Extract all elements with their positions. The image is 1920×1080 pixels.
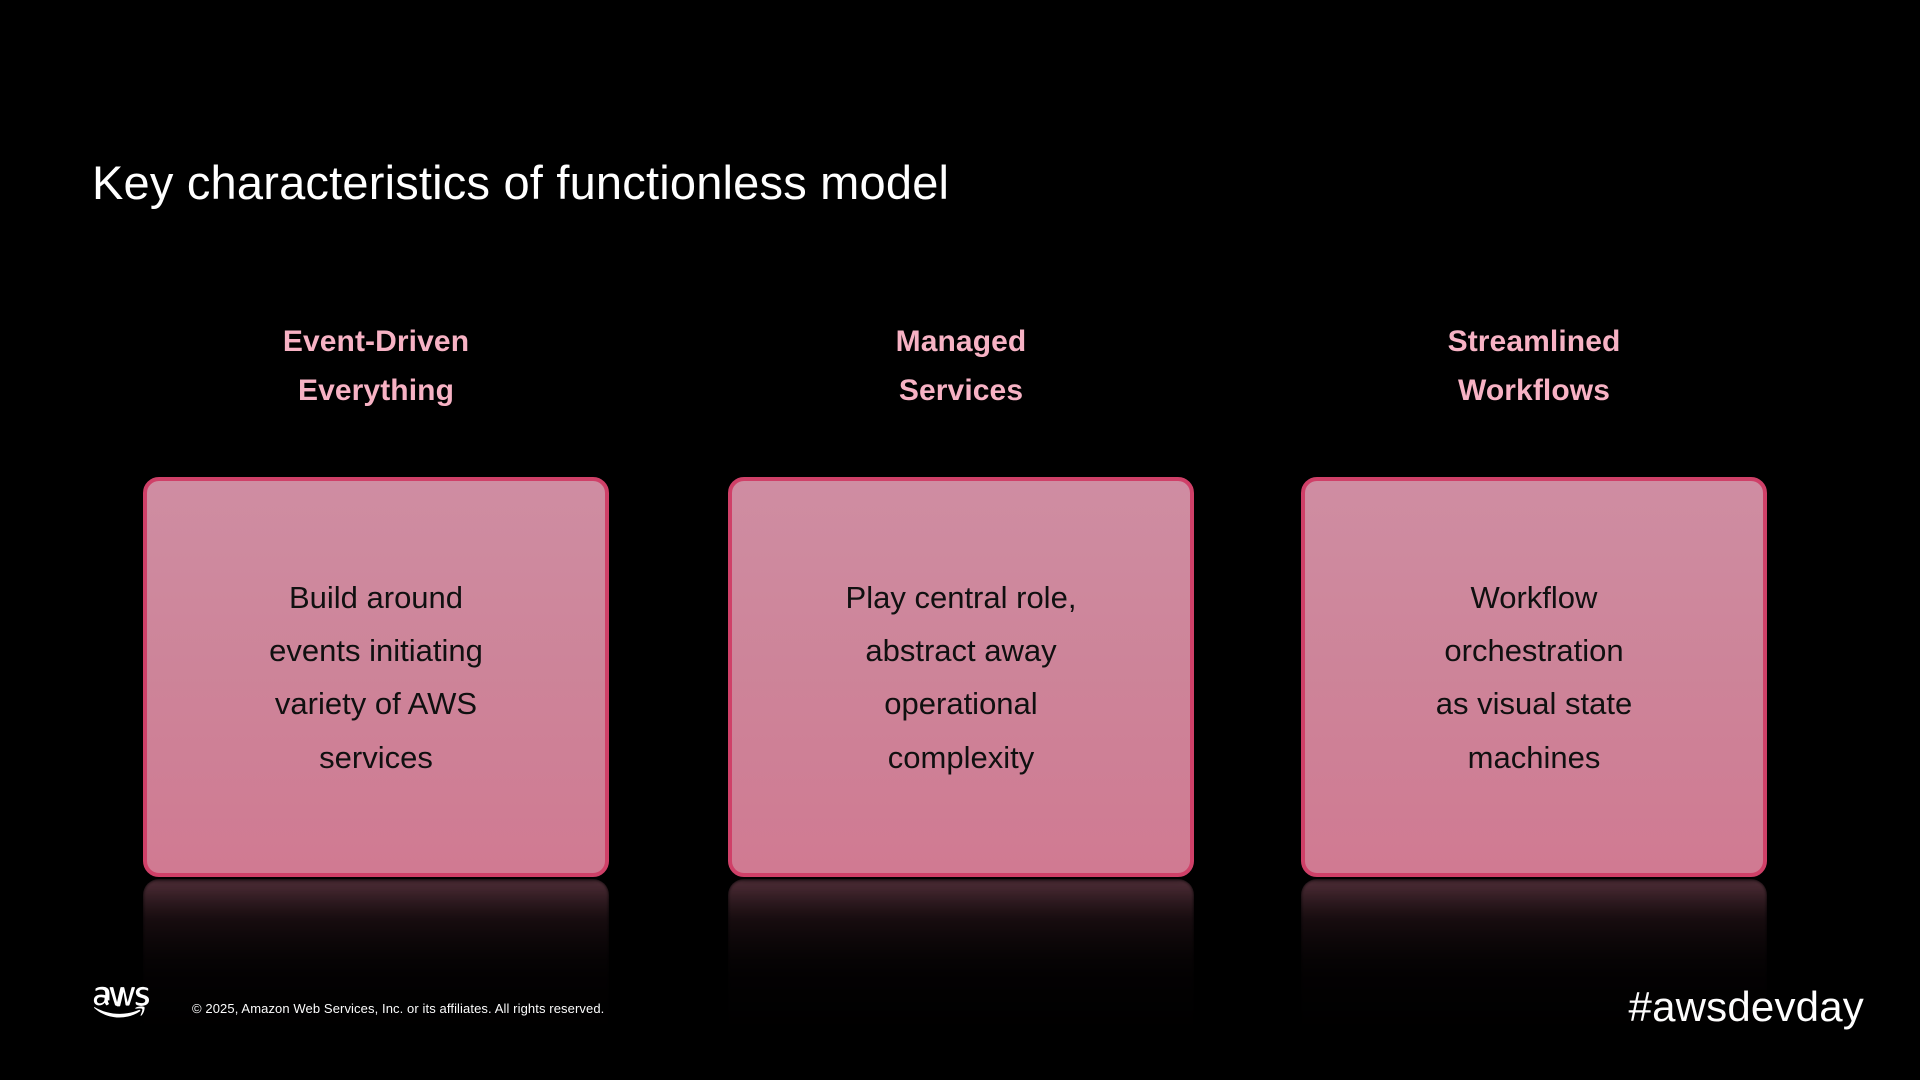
card-wrapper: Play central role, abstract away operati… (728, 477, 1194, 1060)
card-reflection (143, 879, 609, 1060)
characteristic-column: Managed Services Play central role, abst… (728, 318, 1194, 1060)
card-reflection (1301, 879, 1767, 1060)
card-body-text: Build around events initiating variety o… (269, 579, 483, 775)
characteristic-column: Event-Driven Everything Build around eve… (143, 318, 609, 1060)
copyright-text: © 2025, Amazon Web Services, Inc. or its… (192, 1001, 605, 1016)
characteristic-card: Build around events initiating variety o… (143, 477, 609, 878)
aws-logo-icon (92, 984, 158, 1028)
card-body-text: Play central role, abstract away operati… (845, 579, 1077, 775)
characteristic-card: Play central role, abstract away operati… (728, 477, 1194, 878)
characteristic-column: Streamlined Workflows Workflow orchestra… (1301, 318, 1767, 1060)
column-heading: Event-Driven Everything (282, 325, 470, 407)
card-wrapper: Build around events initiating variety o… (143, 477, 609, 1060)
column-heading: Streamlined Workflows (1447, 325, 1621, 407)
characteristic-card: Workflow orchestration as visual state m… (1301, 477, 1767, 878)
column-heading: Managed Services (895, 325, 1027, 407)
card-body-text: Workflow orchestration as visual state m… (1435, 579, 1633, 775)
card-wrapper: Workflow orchestration as visual state m… (1301, 477, 1767, 1060)
page-title: Key characteristics of functionless mode… (92, 156, 950, 209)
event-hashtag: #awsdevday (1628, 983, 1864, 1030)
card-reflection (728, 879, 1194, 1060)
